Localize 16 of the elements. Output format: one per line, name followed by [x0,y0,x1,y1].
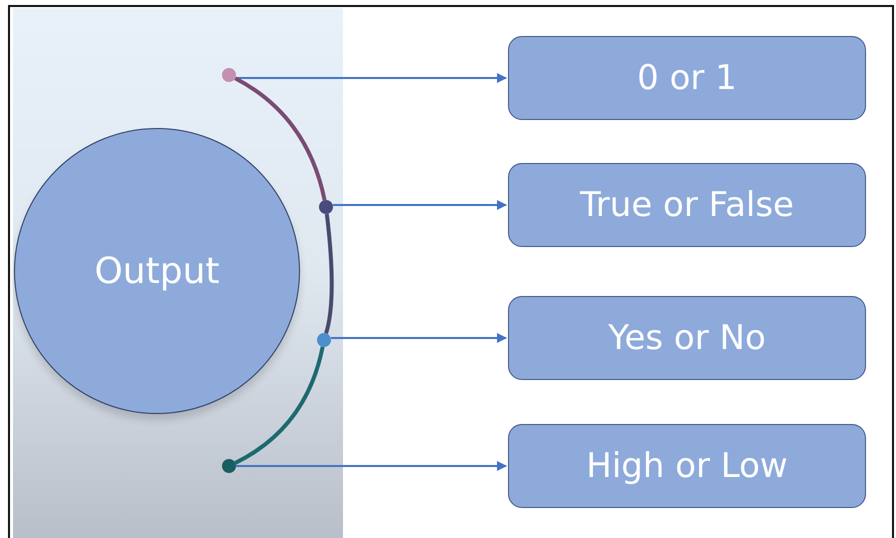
node-label: High or Low [586,446,788,486]
option-box [508,163,866,247]
node-label: True or False [580,185,794,225]
arrow [236,73,507,83]
arc-line [324,214,334,334]
option-box [508,296,866,380]
node-label: 0 or 1 [637,58,737,98]
node-label: Yes or No [608,318,766,358]
arrow [236,461,507,471]
node-label: Output [94,250,220,292]
arrow [331,333,507,343]
arrow [333,200,507,210]
arc-line [234,76,327,201]
option-box [508,424,866,508]
arc-line [234,346,325,465]
option-box [508,36,866,120]
